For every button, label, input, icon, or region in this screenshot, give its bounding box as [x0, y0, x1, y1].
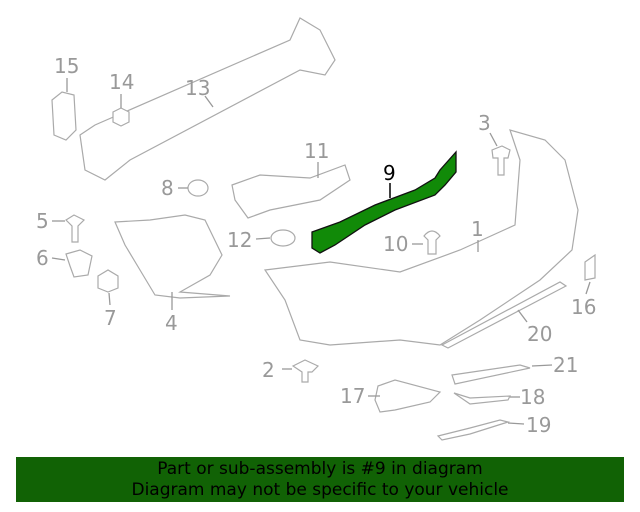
label-2[interactable]: 2 [262, 358, 275, 382]
part-5-screw[interactable] [65, 214, 86, 243]
banner-line-part-number: Part or sub-assembly is #9 in diagram [157, 459, 483, 479]
label-5[interactable]: 5 [36, 209, 49, 233]
banner-line-disclaimer: Diagram may not be specific to your vehi… [131, 480, 509, 500]
label-10[interactable]: 10 [383, 232, 408, 256]
part-6-clip[interactable] [65, 249, 93, 278]
label-7[interactable]: 7 [104, 306, 117, 330]
part-19-trim[interactable] [436, 419, 511, 441]
label-16[interactable]: 16 [571, 295, 596, 319]
parts-diagram: 15 14 13 3 11 9 8 5 1 12 10 6 16 7 4 20 … [36, 17, 596, 441]
info-banner: Part or sub-assembly is #9 in diagram Di… [16, 457, 624, 502]
label-12[interactable]: 12 [227, 228, 252, 252]
label-9[interactable]: 9 [383, 161, 396, 185]
label-15[interactable]: 15 [54, 54, 79, 78]
leader-lines [51, 78, 591, 425]
label-18[interactable]: 18 [520, 385, 545, 409]
part-15-plate[interactable] [51, 91, 77, 141]
label-21[interactable]: 21 [553, 353, 578, 377]
label-1[interactable]: 1 [471, 217, 484, 241]
part-16-reflector[interactable] [584, 253, 596, 281]
part-9-energy-absorber[interactable] [311, 150, 457, 254]
part-10-push-clip[interactable] [423, 230, 441, 255]
part-4-bracket[interactable] [114, 214, 231, 299]
label-3[interactable]: 3 [478, 111, 491, 135]
part-12-nut[interactable] [270, 229, 296, 247]
label-17[interactable]: 17 [340, 384, 365, 408]
label-13[interactable]: 13 [185, 76, 210, 100]
label-19[interactable]: 19 [526, 413, 551, 437]
part-14-nut[interactable] [112, 107, 130, 127]
part-17-grille[interactable] [374, 379, 442, 413]
label-14[interactable]: 14 [109, 70, 134, 94]
part-21-trim[interactable] [451, 364, 531, 385]
part-18-trim[interactable] [453, 392, 511, 405]
part-3-bolt[interactable] [491, 145, 511, 176]
label-8[interactable]: 8 [161, 176, 174, 200]
label-4[interactable]: 4 [165, 311, 178, 335]
label-20[interactable]: 20 [527, 322, 552, 346]
part-1-bumper-cover[interactable] [263, 129, 579, 346]
part-11-bracket[interactable] [231, 164, 351, 219]
part-7-nut[interactable] [97, 269, 119, 293]
part-2-bolt[interactable] [291, 359, 320, 383]
label-6[interactable]: 6 [36, 246, 49, 270]
label-11[interactable]: 11 [304, 139, 329, 163]
part-8-grommet[interactable] [187, 179, 209, 197]
part-20-trim-strip[interactable] [440, 281, 568, 349]
